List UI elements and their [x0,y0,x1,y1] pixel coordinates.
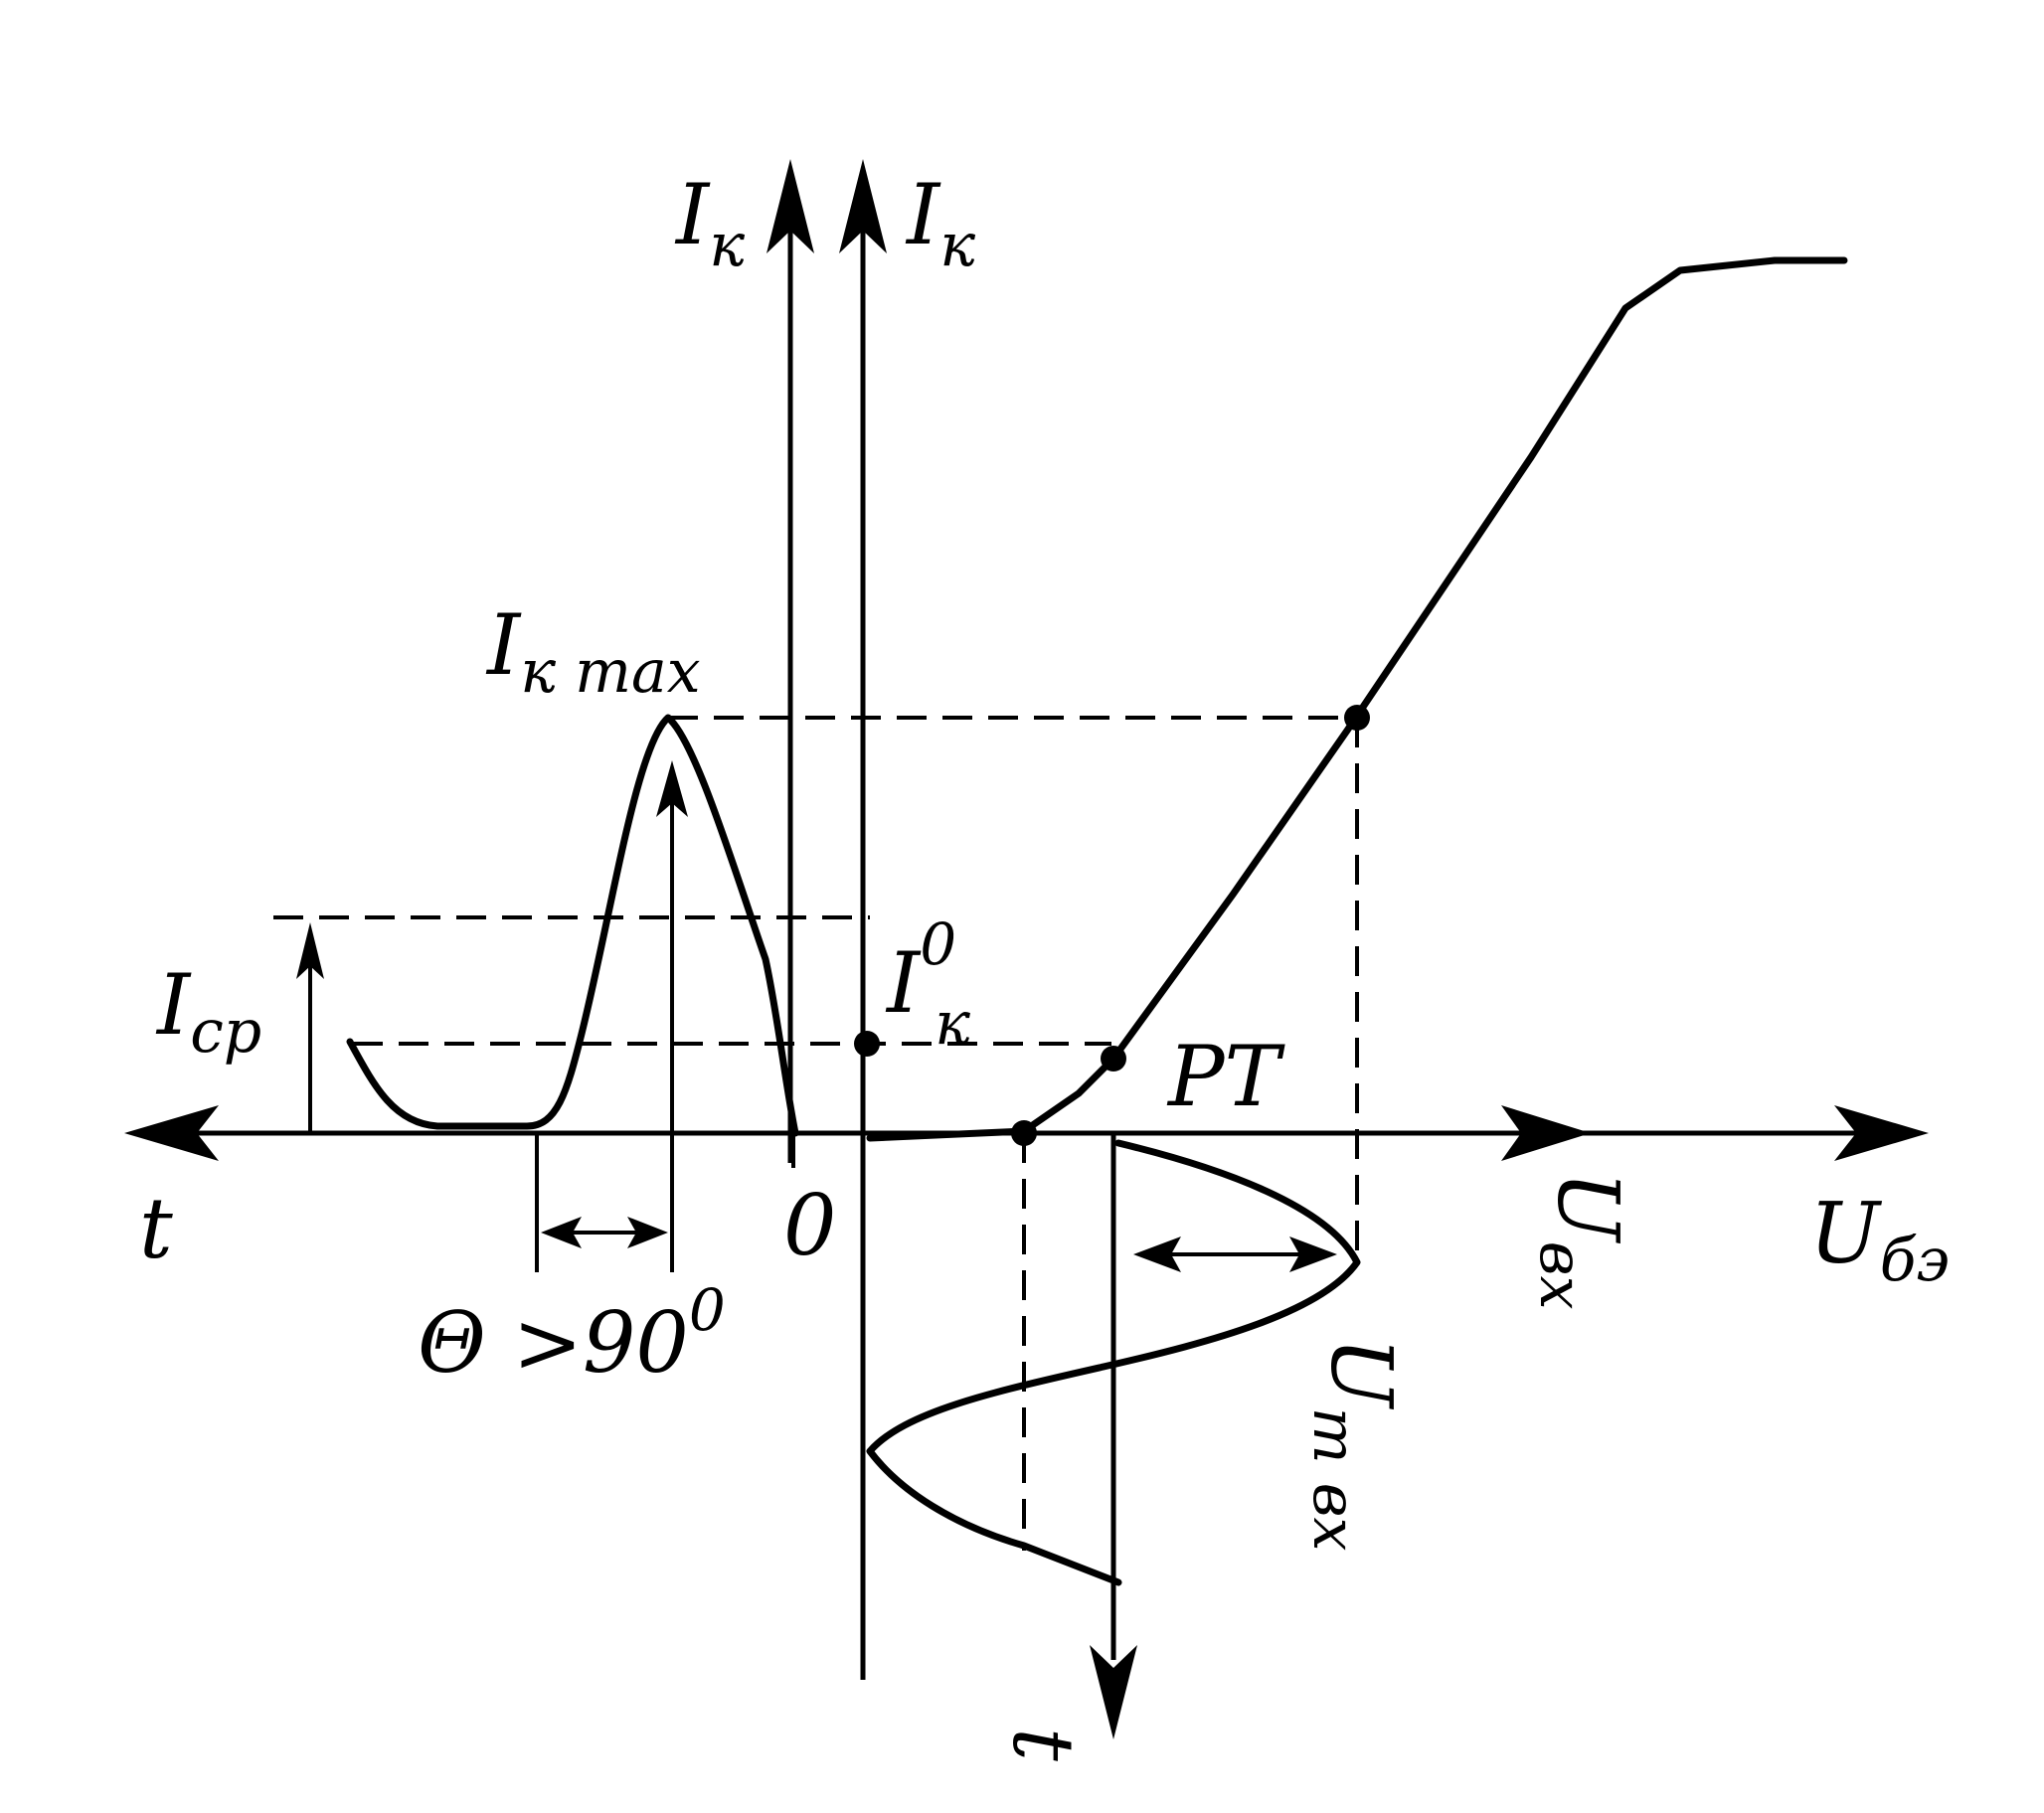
um-in-label: Um вх [1299,1337,1410,1552]
theta-arrowhead-left [541,1217,582,1248]
um-in-arrowhead-left [1133,1236,1181,1272]
t-bottom-label: t [994,1728,1092,1761]
u-in-axis-arrowhead [1501,1105,1591,1161]
ik-left-label: Iк [674,166,745,280]
icp-arrowhead [296,922,324,979]
um-in-arrowhead-right [1289,1236,1337,1272]
projection-lines [273,716,1359,1551]
icp-label: Iср [155,956,261,1067]
um-in-label-group: Um вх [1299,1337,1410,1552]
ik-max-arrowhead [656,760,688,817]
u-in-label-group: Uвх [1526,1171,1636,1310]
ik-left-arrowhead [766,159,814,253]
operating-point-label: PT [1166,1028,1286,1125]
u-be-label: Uбэ [1809,1185,1950,1295]
ik-right-arrowhead [839,159,887,253]
t-axis-arrowhead [124,1105,219,1161]
ik-max-label: Iк max [485,596,701,707]
t-bottom-arrowhead [1090,1645,1137,1739]
ik0-dot [854,1031,880,1057]
cutoff-dot [1011,1120,1037,1146]
ik-max-dot [1344,705,1370,731]
transfer-characteristic-curve [866,256,1848,1142]
theta-arrowhead-right [627,1217,668,1248]
zero-label: 0 [783,1177,836,1274]
axes [124,159,1929,1739]
t-bottom-label-group: t [994,1728,1092,1761]
collector-current-pulse [346,714,799,1137]
u-in-label: Uвх [1526,1171,1636,1310]
input-signal-wave [866,1139,1361,1586]
theta-label: Θ >900 [418,1276,726,1392]
u-be-axis-arrowhead [1834,1105,1929,1161]
ik-right-label: Iк [905,166,975,280]
annotations [296,705,1370,1272]
operating-point-dot [1101,1046,1126,1071]
t-left-label: t [139,1180,173,1277]
